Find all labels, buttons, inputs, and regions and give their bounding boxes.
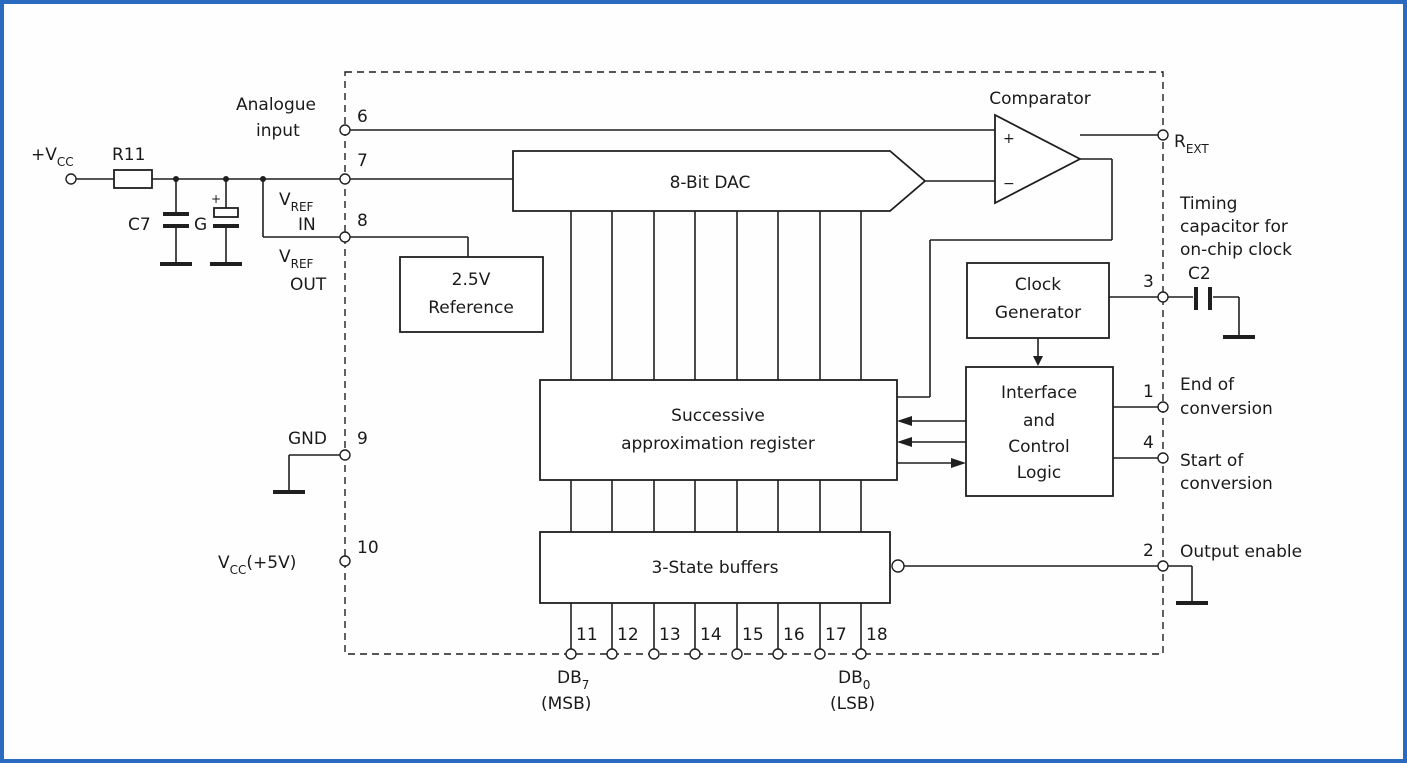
svg-text:Clock: Clock [1015,275,1061,295]
svg-text:+: + [211,192,221,206]
svg-text:10: 10 [357,538,379,558]
svg-text:3: 3 [1143,272,1154,292]
svg-text:Control: Control [1008,437,1069,457]
svg-text:Reference: Reference [428,298,514,318]
vref-out-label: VREF [279,247,314,271]
end-of-conversion-label-1: End of [1180,375,1235,395]
output-enable-label: Output enable [1180,542,1302,562]
svg-text:and: and [1023,411,1055,431]
pin-14 [689,648,701,660]
svg-text:2: 2 [1143,541,1154,561]
svg-text:IN: IN [298,215,316,235]
pin-9 [339,449,351,461]
start-of-conversion-label-2: conversion [1180,474,1273,494]
pin-8 [339,231,351,243]
svg-text:18: 18 [866,625,888,645]
rext-pin [1157,129,1169,141]
pin-4 [1157,452,1169,464]
svg-text:3-State buffers: 3-State buffers [652,558,779,578]
timing-label-3: on-chip clock [1180,240,1292,260]
svg-text:+: + [1003,131,1015,147]
rext-label: REXT [1174,132,1209,156]
vcc-label: +VCC [31,145,74,169]
resistor-r11 [113,169,153,189]
chip-boundary [344,71,1164,655]
pin-12 [606,648,618,660]
pin-13 [648,648,660,660]
timing-label-1: Timing [1179,194,1237,214]
svg-text:12: 12 [617,625,639,645]
svg-text:16: 16 [783,625,805,645]
supply-filter [65,169,345,266]
sar-block [539,379,898,481]
svg-text:OUT: OUT [290,275,327,295]
control-arrows [897,416,966,468]
comparator-label: Comparator [989,89,1091,109]
pin-18 [855,648,867,660]
pin-2 [1157,560,1169,572]
pin-17 [814,648,826,660]
dac-block [512,150,927,212]
svg-text:Generator: Generator [995,303,1081,323]
dac-bus [570,211,862,380]
msb-label: (MSB) [541,694,591,714]
svg-text:6: 6 [357,107,368,127]
svg-text:approximation register: approximation register [621,434,815,454]
svg-text:4: 4 [1143,433,1154,453]
svg-text:Logic: Logic [1017,463,1061,483]
r11-label: R11 [112,145,145,165]
pin-11 [565,648,577,660]
svg-text:14: 14 [700,625,722,645]
svg-text:11: 11 [576,625,598,645]
start-of-conversion-label-1: Start of [1180,451,1244,471]
pin-15 [731,648,743,660]
vref-in-label: VREF [279,190,314,214]
sar-bus [570,480,862,532]
pin-16 [772,648,784,660]
c2-label: C2 [1188,264,1211,284]
gnd-label: GND [288,429,327,449]
db0-label: DB0 [838,668,870,692]
svg-text:−: − [1003,176,1015,192]
analogue-input-label: Analogue [236,95,316,115]
svg-text:7: 7 [357,151,368,171]
svg-text:17: 17 [825,625,847,645]
comparator-symbol [994,113,1082,205]
timing-label-2: capacitor for [1180,217,1288,237]
analogue-input-label-2: input [256,121,300,141]
svg-text:2.5V: 2.5V [452,270,491,290]
pin-6 [339,124,351,136]
pin-7 [339,173,351,185]
svg-text:Interface: Interface [1001,383,1077,403]
svg-text:8-Bit DAC: 8-Bit DAC [670,173,751,193]
svg-text:13: 13 [659,625,681,645]
clock-generator-block [966,262,1110,339]
data-pins: 11 12 13 14 15 16 17 18 [565,603,888,660]
output-enable-bubble [891,559,905,573]
svg-text:1: 1 [1143,382,1154,402]
interface-control-block [965,366,1114,497]
vcc-terminal [65,173,77,185]
svg-text:8: 8 [357,211,368,231]
svg-text:9: 9 [357,429,368,449]
lsb-label: (LSB) [830,694,875,714]
pin-3 [1157,291,1169,303]
capacitor-g [213,207,239,218]
svg-text:15: 15 [742,625,764,645]
pin-1 [1157,401,1169,413]
pin-10 [339,555,351,567]
end-of-conversion-label-2: conversion [1180,399,1273,419]
c7-label: C7 [128,215,151,235]
svg-text:Successive: Successive [671,406,765,426]
reference-block [399,256,544,333]
g-label: G [194,215,207,235]
db7-label: DB7 [557,668,589,692]
vcc-5v-label: VCC(+5V) [218,553,296,577]
buffers-block [539,531,891,604]
